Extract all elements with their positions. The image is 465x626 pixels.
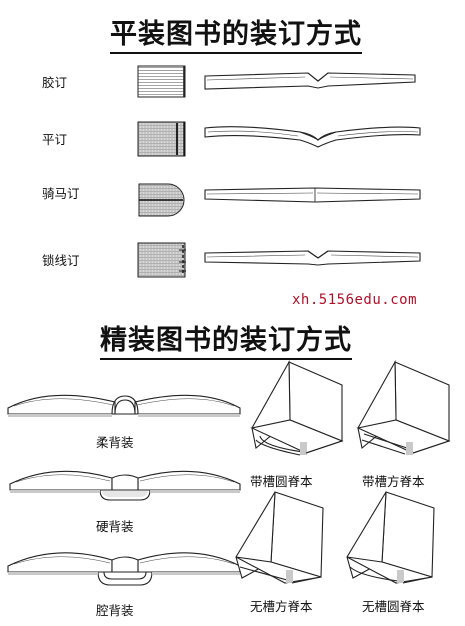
paperback-title-text: 平装图书的装订方式 bbox=[110, 19, 362, 50]
spine-type-label-hollow: 腔背装 bbox=[96, 603, 134, 618]
spine-shape-label-grooved-round: 带槽圆脊本 bbox=[250, 474, 313, 489]
spine-type-label-flexible: 柔背装 bbox=[96, 435, 134, 450]
thread-sewn-open-book-icon bbox=[204, 250, 421, 266]
hardcover-title-text: 精装图书的装订方式 bbox=[100, 325, 352, 356]
method-label-side-stitch: 平订 bbox=[42, 132, 68, 147]
hollow-spine-open-book-icon bbox=[7, 552, 241, 586]
title-underline bbox=[110, 52, 362, 54]
paperback-title: 平装图书的装订方式 bbox=[110, 12, 362, 54]
title-underline bbox=[100, 358, 352, 360]
method-label-perfect-binding: 胶订 bbox=[42, 75, 68, 90]
method-label-thread-sewn: 锁线订 bbox=[42, 253, 80, 268]
spine-shape-label-ungrooved-round: 无槽圆脊本 bbox=[362, 599, 425, 614]
saddle-stitch-open-book-icon bbox=[204, 187, 421, 203]
grooved-square-spine-book-icon bbox=[356, 359, 451, 455]
spine-shape-label-grooved-square: 带槽方脊本 bbox=[362, 474, 425, 489]
ungrooved-square-spine-book-icon bbox=[235, 491, 324, 584]
perfect-binding-spine-icon bbox=[137, 65, 186, 98]
hardcover-title: 精装图书的装订方式 bbox=[100, 318, 352, 360]
spine-shape-label-ungrooved-square: 无槽方脊本 bbox=[250, 599, 313, 614]
saddle-stitch-spine-icon bbox=[138, 183, 185, 217]
grooved-round-spine-book-icon bbox=[250, 359, 344, 456]
flexible-spine-open-book-icon bbox=[7, 394, 241, 417]
tight-spine-open-book-icon bbox=[9, 470, 241, 501]
ungrooved-round-spine-book-icon bbox=[346, 491, 435, 584]
side-stitch-spine-icon bbox=[137, 121, 186, 157]
method-label-saddle-stitch: 骑马订 bbox=[42, 186, 80, 201]
spine-type-label-tight: 硬背装 bbox=[96, 519, 134, 534]
thread-sewn-spine-icon bbox=[137, 242, 186, 278]
side-stitch-open-book-icon bbox=[204, 126, 421, 148]
watermark-url: xh.5156edu.com bbox=[292, 292, 418, 308]
perfect-binding-open-book-icon bbox=[204, 72, 416, 90]
